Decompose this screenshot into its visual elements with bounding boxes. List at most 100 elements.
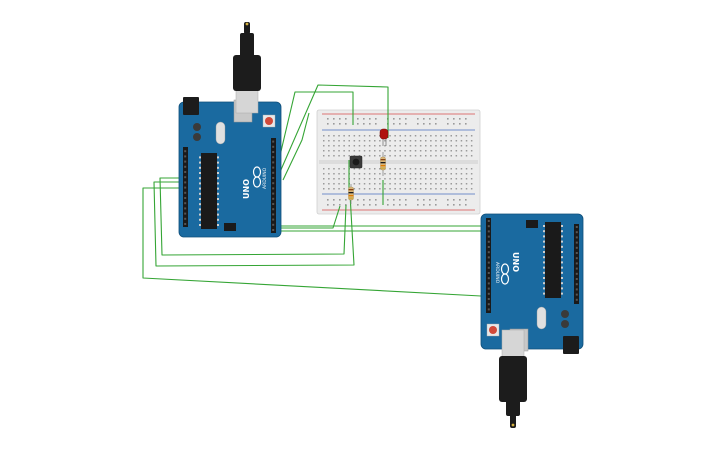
hole	[328, 178, 330, 180]
hole	[561, 251, 563, 253]
hole	[404, 173, 407, 175]
hole	[487, 292, 490, 295]
hole	[460, 168, 463, 170]
hole	[333, 204, 335, 206]
hole	[425, 168, 427, 170]
resistor-led[interactable]	[380, 152, 386, 176]
hole	[338, 168, 340, 170]
hole	[425, 155, 427, 157]
hole	[423, 204, 425, 206]
hole	[369, 118, 371, 120]
hole	[272, 166, 275, 169]
hole	[440, 135, 442, 137]
wire-b1-to-led-column[interactable]	[277, 91, 354, 165]
hole	[575, 298, 578, 301]
hole	[429, 199, 431, 201]
hole	[575, 236, 578, 239]
hole	[404, 145, 407, 147]
hole	[460, 183, 463, 185]
hole	[399, 168, 401, 170]
hole	[369, 199, 371, 201]
hole	[405, 118, 407, 120]
hole	[465, 123, 467, 125]
hole	[333, 140, 335, 142]
hole	[323, 178, 325, 180]
hole	[543, 256, 545, 259]
hole	[363, 150, 366, 152]
arduino-uno-board-1[interactable]: ARDUINO UNO	[178, 97, 282, 238]
usb-cable-2[interactable]	[499, 329, 527, 428]
hole	[389, 150, 391, 152]
hole	[343, 173, 345, 175]
crystal	[215, 121, 226, 145]
hole	[399, 155, 401, 157]
push-button[interactable]	[349, 155, 363, 169]
led[interactable]	[379, 128, 389, 146]
hole	[575, 278, 578, 280]
hole	[394, 150, 396, 152]
wire-b1-to-bb-right[interactable]	[282, 112, 310, 181]
hole	[430, 188, 432, 190]
hole	[339, 204, 341, 206]
hole	[440, 155, 442, 157]
hole	[363, 118, 365, 120]
hole	[453, 118, 455, 120]
hole	[323, 183, 325, 185]
hole	[465, 118, 467, 120]
hole	[430, 155, 432, 157]
wire-loop-2[interactable]	[153, 181, 355, 267]
hole	[363, 188, 366, 190]
hole	[414, 140, 417, 142]
hole	[575, 257, 578, 260]
hole	[409, 178, 412, 180]
hole	[323, 155, 325, 157]
hole	[184, 150, 187, 153]
hole	[343, 188, 345, 190]
hole	[368, 173, 371, 175]
hole	[435, 135, 437, 137]
hole	[272, 151, 275, 153]
hole	[217, 213, 219, 216]
hole	[389, 145, 391, 147]
hole	[447, 123, 449, 125]
hole	[345, 199, 347, 201]
reset-button[interactable]	[262, 114, 276, 128]
hole	[327, 204, 329, 206]
reset-button[interactable]	[486, 323, 500, 337]
capacitor	[193, 123, 201, 131]
hole	[435, 178, 437, 180]
hole	[323, 145, 325, 147]
hole	[561, 292, 563, 295]
hole	[575, 246, 578, 249]
hole	[404, 183, 407, 185]
hole	[374, 178, 376, 180]
resistor-button[interactable]	[348, 184, 354, 204]
hole	[404, 168, 407, 170]
hole	[460, 155, 463, 157]
hole	[327, 118, 329, 120]
usb-cable-1[interactable]	[233, 22, 261, 114]
hole	[333, 188, 335, 190]
wire-loop-1[interactable]	[159, 177, 347, 256]
hole	[487, 298, 490, 300]
hole	[399, 123, 401, 125]
hole	[465, 135, 468, 137]
hole	[374, 173, 376, 175]
hole	[460, 145, 463, 147]
breadboard[interactable]	[316, 109, 481, 215]
hole	[217, 187, 219, 190]
hole	[369, 123, 371, 125]
hole	[460, 135, 463, 137]
wire-loop-3[interactable]	[142, 187, 482, 297]
hole	[575, 272, 578, 275]
hole	[455, 140, 458, 142]
hole	[217, 166, 219, 169]
hole	[470, 183, 473, 185]
wire-b1-to-resistor[interactable]	[279, 205, 341, 229]
arduino-uno-board-2[interactable]: ARDUINO UNO	[480, 213, 584, 354]
hole	[487, 251, 490, 254]
hole	[375, 118, 377, 120]
board-model: UNO	[511, 252, 520, 272]
hole	[465, 178, 468, 180]
wire-b1-to-bb-top[interactable]	[279, 84, 389, 173]
